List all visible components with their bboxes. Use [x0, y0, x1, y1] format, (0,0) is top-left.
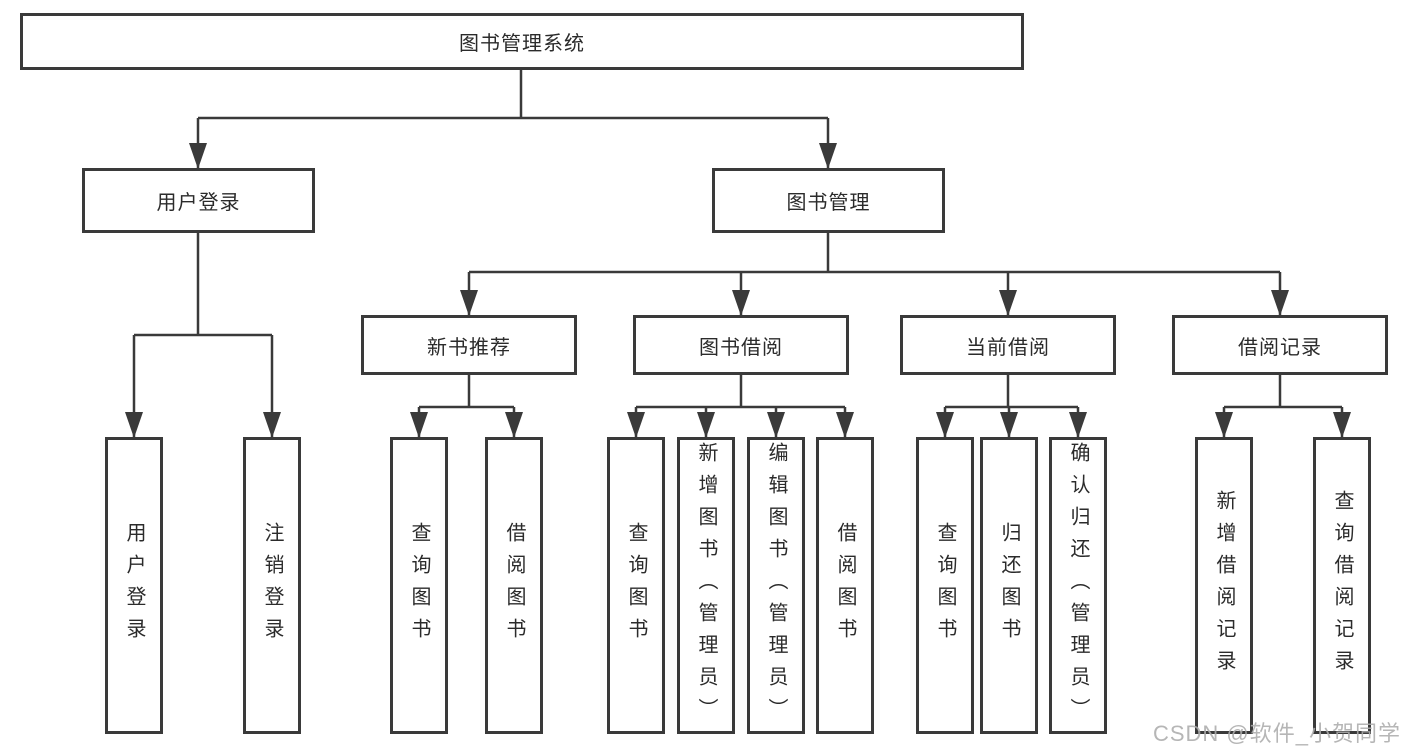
node-label: 新增图书（管理员）	[695, 441, 717, 730]
node-label: 查询图书	[408, 521, 430, 650]
node-borrowing-records: 借阅记录	[1172, 315, 1388, 375]
node-add-borrow-record: 新增借阅记录	[1195, 437, 1253, 734]
node-label: 用户登录	[123, 521, 145, 650]
node-label: 归还图书	[998, 521, 1020, 650]
edge-borrow-trunk	[636, 375, 845, 409]
node-user-login: 用户登录	[82, 168, 315, 233]
node-label: 借阅图书	[834, 521, 856, 650]
node-label: 确认归还（管理员）	[1067, 441, 1089, 730]
node-edit-books-admin: 编辑图书（管理员）	[747, 437, 805, 734]
node-label: 查询图书	[934, 521, 956, 650]
edge-userlogin-trunk	[134, 233, 272, 337]
node-query-books-borrow: 查询图书	[607, 437, 665, 734]
node-label: 新增借阅记录	[1213, 489, 1235, 682]
node-confirm-return-admin: 确认归还（管理员）	[1049, 437, 1107, 734]
node-query-books-newbook: 查询图书	[390, 437, 448, 734]
edge-bookmgmt-trunk	[469, 233, 1280, 274]
edge-root-trunk	[198, 70, 828, 120]
node-label: 编辑图书（管理员）	[765, 441, 787, 730]
node-label: 查询图书	[625, 521, 647, 650]
node-current-borrowing: 当前借阅	[900, 315, 1116, 375]
node-label: 查询借阅记录	[1331, 489, 1353, 682]
node-user-login-leaf: 用户登录	[105, 437, 163, 734]
node-label: 注销登录	[261, 521, 283, 650]
node-new-book-recommend: 新书推荐	[361, 315, 577, 375]
node-library-system: 图书管理系统	[20, 13, 1024, 70]
node-query-borrow-record: 查询借阅记录	[1313, 437, 1371, 734]
node-book-management: 图书管理	[712, 168, 945, 233]
node-borrow-books-newbook: 借阅图书	[485, 437, 543, 734]
node-add-books-admin: 新增图书（管理员）	[677, 437, 735, 734]
node-logout: 注销登录	[243, 437, 301, 734]
node-return-books: 归还图书	[980, 437, 1038, 734]
edge-records-trunk	[1224, 375, 1342, 409]
watermark: CSDN @软件_小贺同学	[1152, 721, 1401, 746]
node-borrow-books-borrow: 借阅图书	[816, 437, 874, 734]
node-label: 借阅图书	[503, 521, 525, 650]
edge-current-trunk	[945, 375, 1078, 409]
node-query-books-current: 查询图书	[916, 437, 974, 734]
node-book-borrowing: 图书借阅	[633, 315, 849, 375]
edge-newbook-trunk	[419, 375, 514, 409]
